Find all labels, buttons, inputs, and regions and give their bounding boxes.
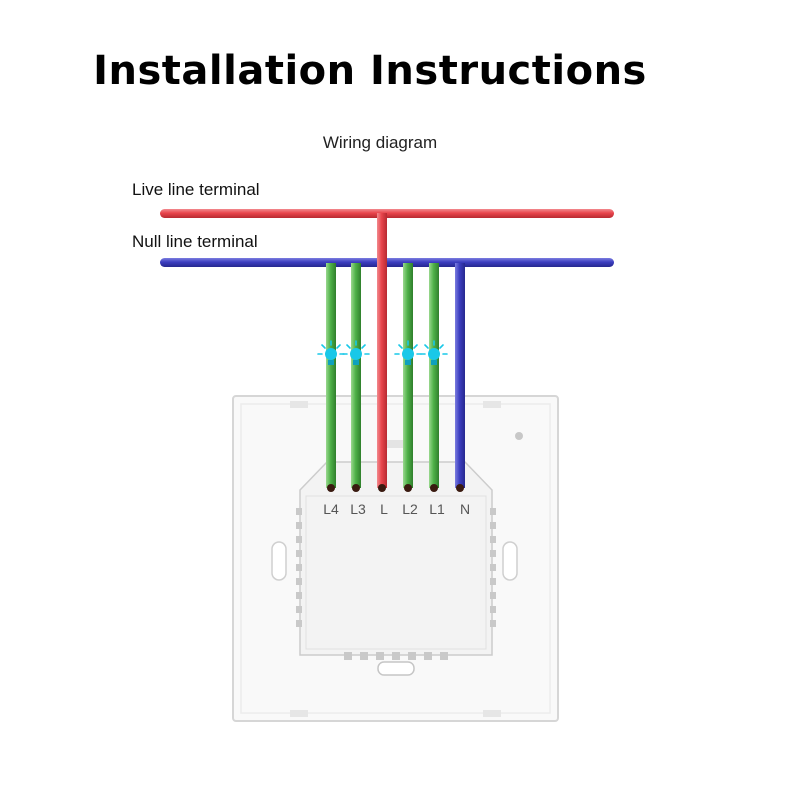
bulb-icon <box>317 340 345 365</box>
switch-panel <box>232 395 559 722</box>
bulb-icon <box>394 340 422 365</box>
pin-label: L1 <box>429 501 445 517</box>
bulb-icon <box>420 340 448 365</box>
wire-l <box>377 213 387 488</box>
terminal-hole-l <box>378 484 386 492</box>
terminal-hole-l4 <box>327 484 335 492</box>
null-terminal-label: Null line terminal <box>132 232 258 251</box>
pin-label: L4 <box>323 501 339 517</box>
bulb-icon <box>342 340 370 365</box>
wire-l4 <box>326 263 336 488</box>
wire-l3 <box>351 263 361 488</box>
panel-screw-hole <box>515 432 523 440</box>
terminal-hole-l1 <box>430 484 438 492</box>
pin-label: L3 <box>350 501 366 517</box>
terminal-hole-l3 <box>352 484 360 492</box>
wire-l1 <box>429 263 439 488</box>
pin-label: L2 <box>402 501 418 517</box>
wire-n <box>455 263 465 488</box>
pin-label: L <box>380 501 388 517</box>
pin-label: N <box>460 501 470 517</box>
live-terminal-label: Live line terminal <box>132 180 260 199</box>
page-title: Installation Instructions <box>93 48 647 94</box>
wire-l2 <box>403 263 413 488</box>
diagram-subtitle: Wiring diagram <box>322 133 438 152</box>
terminal-hole-n <box>456 484 464 492</box>
terminal-hole-l2 <box>404 484 412 492</box>
